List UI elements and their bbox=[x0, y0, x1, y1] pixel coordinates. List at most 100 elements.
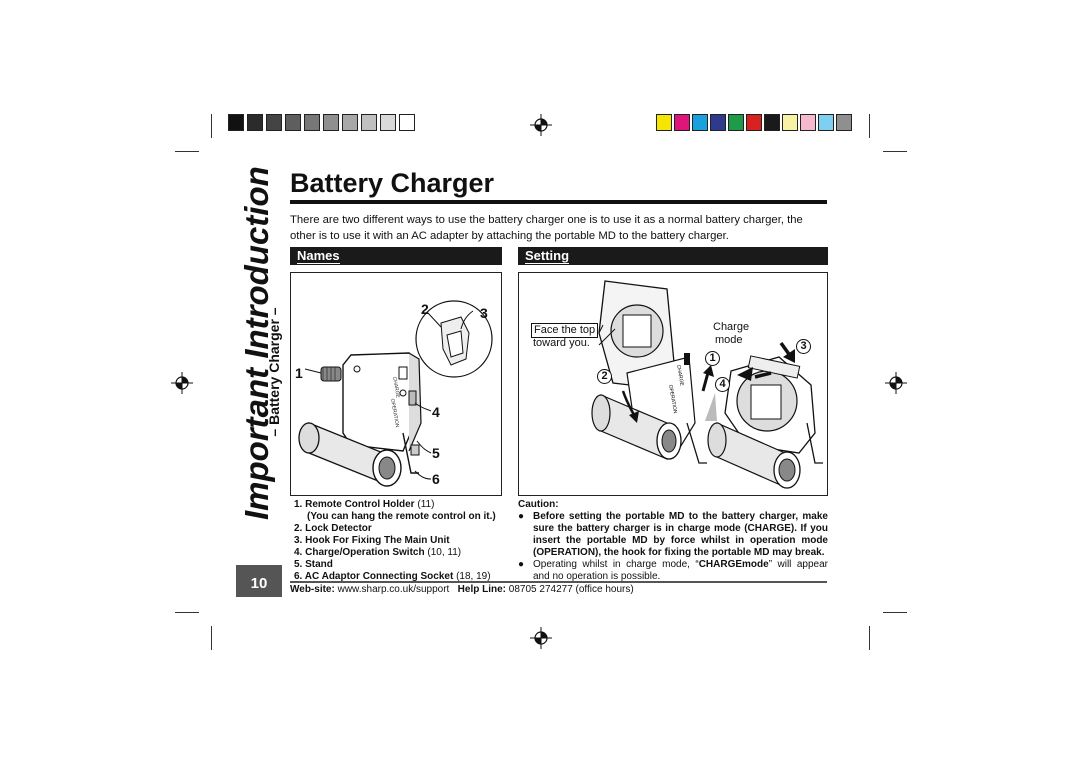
crop-mark bbox=[869, 626, 870, 650]
item-pages: (18, 19) bbox=[456, 571, 491, 582]
footer: Web-site: www.sharp.co.uk/support Help L… bbox=[290, 584, 634, 595]
callout-4: 4 bbox=[432, 404, 440, 420]
color-swatch bbox=[800, 114, 816, 131]
caution-text: ” will appear and no operation is possib… bbox=[533, 559, 828, 582]
svg-text:CHARGE: CHARGE bbox=[675, 364, 685, 387]
item-label: 5. Stand bbox=[294, 559, 333, 570]
website-link[interactable]: www.sharp.co.uk/support bbox=[337, 584, 450, 595]
color-swatch bbox=[746, 114, 762, 131]
gray-swatch bbox=[285, 114, 301, 131]
caution-block: Caution: ● Before setting the portable M… bbox=[518, 499, 828, 583]
title-rule bbox=[290, 200, 827, 204]
caution-item: ● Before setting the portable MD to the … bbox=[518, 511, 828, 559]
registration-mark-right bbox=[885, 372, 907, 394]
names-illustration: CHARGE OPERATION 2 3 1 4 5 6 bbox=[290, 272, 502, 496]
gray-swatch bbox=[266, 114, 282, 131]
page-number-block bbox=[236, 565, 282, 597]
gray-swatch bbox=[323, 114, 339, 131]
names-list: 1. Remote Control Holder (11) (You can h… bbox=[294, 499, 506, 583]
footer-rule bbox=[290, 581, 827, 583]
registration-mark-top bbox=[530, 114, 552, 136]
bullet-icon: ● bbox=[518, 559, 525, 570]
caution-title: Caution: bbox=[518, 499, 559, 510]
setting-illustration: CHARGE OPERATION Face the top t bbox=[518, 272, 828, 496]
gray-swatch bbox=[399, 114, 415, 131]
setting-heading-label: Setting bbox=[525, 248, 570, 264]
list-item: 6. AC Adaptor Connecting Socket (18, 19) bbox=[294, 571, 506, 583]
color-swatch bbox=[836, 114, 852, 131]
svg-text:OPERATION: OPERATION bbox=[667, 384, 678, 414]
face-top-label-line1: Face the top bbox=[534, 324, 596, 336]
list-item: 3. Hook For Fixing The Main Unit bbox=[294, 535, 506, 547]
list-item: 5. Stand bbox=[294, 559, 506, 571]
registration-mark-left bbox=[171, 372, 193, 394]
page-number: 10 bbox=[250, 575, 268, 592]
caution-emphasis: CHARGEmode bbox=[698, 559, 769, 570]
registration-mark-bottom bbox=[530, 627, 552, 649]
color-swatch bbox=[728, 114, 744, 131]
step-3-marker: 3 bbox=[796, 339, 811, 354]
color-swatch bbox=[692, 114, 708, 131]
item-label: 1. Remote Control Holder bbox=[294, 499, 415, 510]
list-item-note: (You can hang the remote control on it.) bbox=[294, 511, 506, 523]
helpline-number: 08705 274277 (office hours) bbox=[508, 584, 634, 595]
callout-2: 2 bbox=[421, 301, 429, 317]
charge-mode-label-line1: Charge bbox=[713, 321, 750, 333]
callout-5: 5 bbox=[432, 445, 440, 461]
color-swatch bbox=[782, 114, 798, 131]
crop-mark bbox=[883, 612, 907, 613]
callout-1: 1 bbox=[295, 365, 303, 381]
color-swatch bbox=[656, 114, 672, 131]
svg-text:CHARGE: CHARGE bbox=[391, 376, 401, 399]
caution-text: Before setting the portable MD to the ba… bbox=[533, 511, 828, 558]
setting-heading: Setting bbox=[518, 247, 828, 265]
item-label: (You can hang the remote control on it.) bbox=[307, 511, 496, 522]
list-item: 1. Remote Control Holder (11) bbox=[294, 499, 506, 511]
intro-paragraph: There are two different ways to use the … bbox=[290, 214, 803, 242]
svg-text:OPERATION: OPERATION bbox=[389, 398, 400, 428]
names-heading-label: Names bbox=[297, 248, 340, 264]
face-top-label-line2: toward you. bbox=[533, 337, 590, 349]
battery-charger-drawing: CHARGE OPERATION bbox=[298, 300, 493, 487]
callout-6: 6 bbox=[432, 471, 440, 487]
gray-swatch bbox=[247, 114, 263, 131]
side-tab-panel bbox=[236, 169, 282, 565]
item-pages: (10, 11) bbox=[427, 547, 462, 558]
gray-swatch bbox=[380, 114, 396, 131]
caution-text: Operating whilst in charge mode, “ bbox=[533, 559, 699, 570]
crop-mark bbox=[883, 151, 907, 152]
list-item: 4. Charge/Operation Switch (10, 11) bbox=[294, 547, 506, 559]
face-top-label: Face the top bbox=[531, 323, 599, 338]
names-heading: Names bbox=[290, 247, 502, 265]
charge-mode-label-line2: mode bbox=[715, 334, 743, 346]
gray-swatch bbox=[304, 114, 320, 131]
md-setting-drawing: CHARGE OPERATION bbox=[591, 280, 823, 489]
website-label: Web-site: bbox=[290, 584, 335, 595]
item-label: 3. Hook For Fixing The Main Unit bbox=[294, 535, 450, 546]
item-label: 2. Lock Detector bbox=[294, 523, 372, 534]
list-item: 2. Lock Detector bbox=[294, 523, 506, 535]
color-swatch bbox=[818, 114, 834, 131]
page-title: Battery Charger bbox=[290, 168, 495, 198]
color-swatch bbox=[674, 114, 690, 131]
crop-mark bbox=[211, 114, 212, 138]
crop-mark bbox=[175, 612, 199, 613]
crop-mark bbox=[175, 151, 199, 152]
helpline-label: Help Line: bbox=[457, 584, 507, 595]
gray-swatch bbox=[228, 114, 244, 131]
step-1-marker: 1 bbox=[705, 351, 720, 366]
item-pages: (11) bbox=[417, 499, 435, 510]
gray-swatch bbox=[342, 114, 358, 131]
gray-swatch bbox=[361, 114, 377, 131]
subsection-title: – Battery Charger – bbox=[266, 307, 282, 437]
bullet-icon: ● bbox=[518, 511, 525, 522]
callout-3: 3 bbox=[480, 305, 488, 321]
color-swatch bbox=[710, 114, 726, 131]
color-swatch bbox=[764, 114, 780, 131]
crop-mark bbox=[869, 114, 870, 138]
step-4-marker: 4 bbox=[715, 377, 730, 392]
step-2-marker: 2 bbox=[597, 369, 612, 384]
item-label: 6. AC Adaptor Connecting Socket bbox=[294, 571, 454, 582]
caution-item: ● Operating whilst in charge mode, “CHAR… bbox=[518, 559, 828, 583]
crop-mark bbox=[211, 626, 212, 650]
